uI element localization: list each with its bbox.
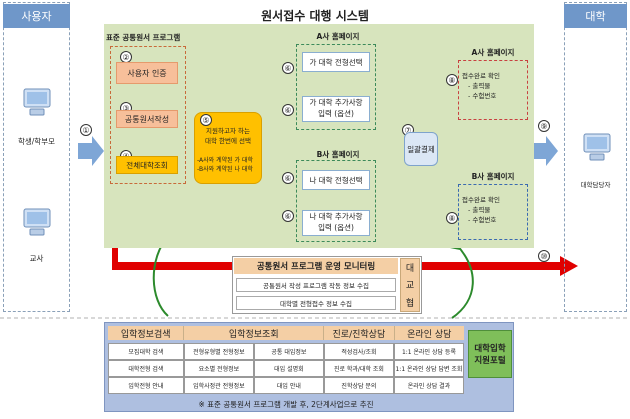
user-teacher-label: 교사 <box>29 253 44 263</box>
university-lane <box>564 2 627 312</box>
portal-tab-lookup: 입학정보조회 <box>184 326 325 340</box>
pay-step: 일괄결제 <box>404 132 438 166</box>
b-done-line1: 접수완료 확인 <box>462 196 500 204</box>
b-done-box: 접수완료 확인 - 출력물 - 수험번호 <box>462 194 524 238</box>
student-computer-icon <box>20 85 54 119</box>
portal-cell: 공통 대입정보 <box>253 343 324 360</box>
b-done-title: B사 홈페이지 <box>471 171 515 181</box>
a-done-title: A사 홈페이지 <box>471 47 515 57</box>
portal-cell: 대학전형 검색 <box>108 360 184 377</box>
teacher-computer-icon <box>20 205 54 239</box>
b-extra-line2: 입력 (옵션) <box>318 223 354 232</box>
step-6a-marker: ⑥ <box>282 62 294 74</box>
monitoring-title: 공통원서 프로그램 운영 모니터링 <box>234 258 398 274</box>
user-student-label: 학생/학부모 <box>17 136 56 146</box>
portal-cell: 진로 학과/대학 조회 <box>323 360 394 377</box>
council-box: 대 교 협 <box>400 258 420 312</box>
portal-tab-search: 입학정보검색 <box>108 326 185 340</box>
portal-cell: 온라인 상담 결과 <box>393 377 464 394</box>
portal-cell: 입학사정관 전형정보 <box>183 377 254 394</box>
portal-tab-online: 온라인 상담 <box>394 326 464 340</box>
red-arrow <box>112 160 578 276</box>
write-step: 공통원서작성 <box>116 110 178 128</box>
step-6b-marker: ⑥ <box>282 104 294 116</box>
step-8a-marker: ⑧ <box>446 74 458 86</box>
portal-cell: 진학상담 문의 <box>323 377 394 394</box>
arrow-1 <box>78 136 104 166</box>
b-site-title: B사 홈페이지 <box>316 149 360 159</box>
a-extra-line1: 가 대학 추가사항 <box>309 98 363 107</box>
step-1-marker: ① <box>80 124 92 136</box>
portal-cell: 요소별 전형정보 <box>183 360 254 377</box>
table-row: 대학전형 검색 요소별 전형정보 대입 설명회 진로 학과/대학 조회 1:1 … <box>108 360 464 377</box>
a-done-line3: - 수험번호 <box>468 92 497 100</box>
curve-left <box>152 235 169 317</box>
portal-title-line1: 대학입학 <box>474 344 506 354</box>
portal-cell: 전형유형별 전형정보 <box>183 343 254 360</box>
table-row: 입학전형 안내 입학사정관 전형정보 대입 안내 진학상담 문의 온라인 상담 … <box>108 377 464 394</box>
a-site-title: A사 홈페이지 <box>316 31 360 41</box>
portal-title-line2: 지원포털 <box>474 356 506 366</box>
auth-step: 사용자 인증 <box>116 62 178 84</box>
b-extra-line1: 나 대학 추가사항 <box>309 212 363 221</box>
step-8b-marker: ⑧ <box>446 212 458 224</box>
university-staff-label: 대학담당자 <box>580 181 611 189</box>
council-char-2: 교 <box>405 281 415 292</box>
table-row: 모집대학 검색 전형유형별 전형정보 공통 대입정보 적성검사/조회 1:1 온… <box>108 343 464 360</box>
system-title: 원서접수 대행 시스템 <box>261 8 369 23</box>
portal-cell: 1:1 온라인 상담 등록 <box>393 343 464 360</box>
b-done-line3: - 수험번호 <box>468 216 497 224</box>
portal-cell: 적성검사/조회 <box>323 343 394 360</box>
portal-title: 대학입학 지원포털 <box>468 330 512 378</box>
user-lane <box>3 2 70 312</box>
portal-cell: 모집대학 검색 <box>108 343 184 360</box>
portal-footnote: ※ 표준 공통원서 프로그램 개발 후, 2단계사업으로 추진 <box>198 399 374 409</box>
step-group <box>110 46 186 184</box>
user-lane-header: 사용자 <box>3 4 70 28</box>
list-step: 전체대학조회 <box>116 156 178 174</box>
portal-cell: 입학전형 안내 <box>108 377 184 394</box>
council-char-3: 협 <box>405 298 415 309</box>
b-done-group <box>458 184 528 240</box>
portal-cell: 1:1 온라인 상담 답변 조회 <box>393 360 464 377</box>
contract-a: -A사와 계약된 가 대학 <box>197 157 254 164</box>
a-select: 가 대학 전형선택 <box>302 52 370 72</box>
step-5-marker: ⑤ <box>200 114 212 126</box>
curve-right <box>451 243 474 319</box>
university-lane-header: 대학 <box>564 4 627 28</box>
university-server-icon <box>580 130 614 164</box>
step-10-marker: ⑩ <box>538 250 550 262</box>
b-select: 나 대학 전형선택 <box>302 170 370 190</box>
a-extra-line2: 입력 (옵션) <box>318 109 354 118</box>
a-done-line1: 접수완료 확인 <box>462 72 500 80</box>
select-line2: 대학 한번에 선택 <box>205 137 251 145</box>
a-done-line2: - 출력물 <box>468 82 491 90</box>
b-site-group <box>296 160 376 242</box>
a-done-group <box>458 60 528 120</box>
step-6c-marker: ⑥ <box>282 172 294 184</box>
monitoring-row1: 공통원서 작성 프로그램 작동 정보 수집 <box>236 278 396 292</box>
monitoring-row2: 대학별 전형접수 정보 수집 <box>236 296 396 310</box>
portal-table: 모집대학 검색 전형유형별 전형정보 공통 대입정보 적성검사/조회 1:1 온… <box>108 343 464 395</box>
step-6d-marker: ⑥ <box>282 210 294 222</box>
contract-b: -B사와 계약된 나 대학 <box>197 166 253 173</box>
council-char-1: 대 <box>405 264 415 275</box>
arrow-9 <box>532 136 558 166</box>
select-line1: 지원하고자 하는 <box>206 127 250 135</box>
standard-program-label: 표준 공통원서 프로그램 <box>106 33 181 42</box>
portal-tab-counsel: 진로/진학상담 <box>324 326 395 340</box>
portal-header-row: 입학정보검색 입학정보조회 진로/진학상담 온라인 상담 <box>108 326 464 340</box>
portal-cell: 대입 설명회 <box>253 360 324 377</box>
a-site-group <box>296 44 376 130</box>
portal-cell: 대입 안내 <box>253 377 324 394</box>
b-extra: 나 대학 추가사항 입력 (옵션) <box>302 210 370 236</box>
b-done-line2: - 출력물 <box>468 206 491 214</box>
a-done-box: 접수완료 확인 - 출력물 - 수험번호 <box>462 70 524 114</box>
a-extra: 가 대학 추가사항 입력 (옵션) <box>302 96 370 122</box>
step-9-marker: ⑨ <box>538 120 550 132</box>
